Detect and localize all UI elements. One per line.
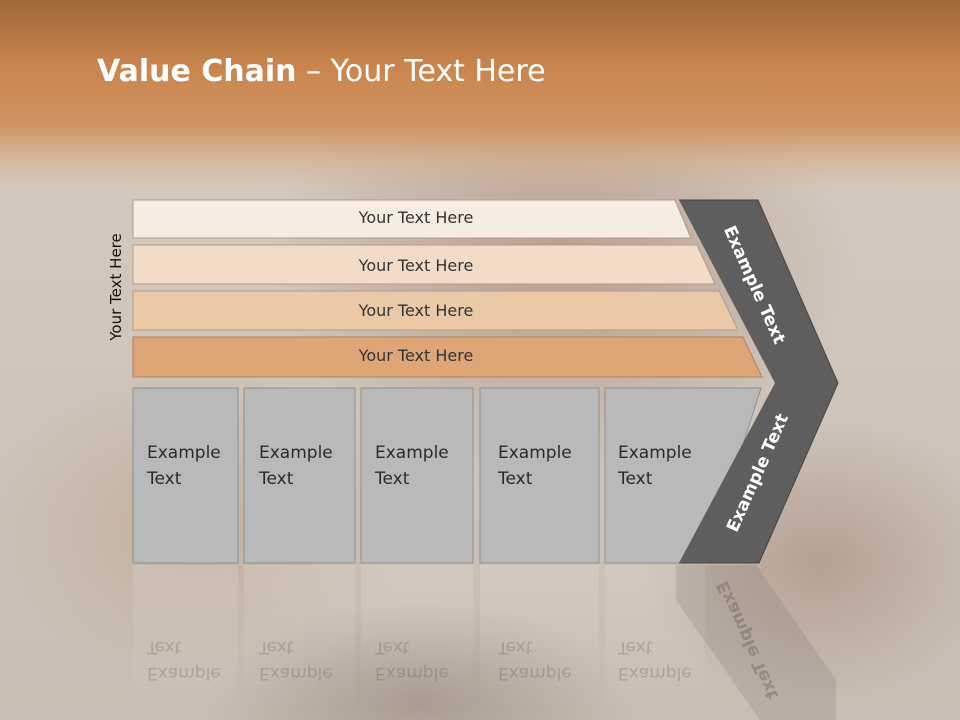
activity-box-4: [479, 387, 600, 564]
chevron-reflection: [676, 565, 836, 720]
title-bold: Value Chain: [97, 54, 297, 89]
activity-box-1: [132, 387, 239, 564]
box-reflection: [133, 565, 238, 715]
box-reflection: [605, 565, 705, 715]
row-shape-1: [132, 199, 692, 239]
row-label-3: Your Text Here: [358, 301, 474, 320]
row-label-2: Your Text Here: [358, 256, 474, 275]
row-shape-2: [132, 244, 716, 285]
row-label-4: Your Text Here: [358, 346, 474, 365]
header-band: [0, 0, 960, 190]
chevron-lower: [679, 383, 838, 563]
row-label-1: Your Text Here: [358, 208, 474, 227]
row-shape-4: [132, 336, 763, 378]
title-rest: – Your Text Here: [296, 54, 546, 89]
row-shape-3: [132, 290, 739, 331]
activity-box-3: [360, 387, 474, 564]
box-reflection: [480, 565, 599, 715]
activity-box-2: [243, 387, 356, 564]
box-reflection: [361, 565, 473, 715]
chevron-upper: [679, 200, 838, 383]
chevron-outline: [679, 199, 839, 564]
box-reflection: [244, 565, 355, 715]
slide-title: Value Chain – Your Text Here: [97, 54, 546, 89]
reflection-group: [133, 565, 836, 720]
